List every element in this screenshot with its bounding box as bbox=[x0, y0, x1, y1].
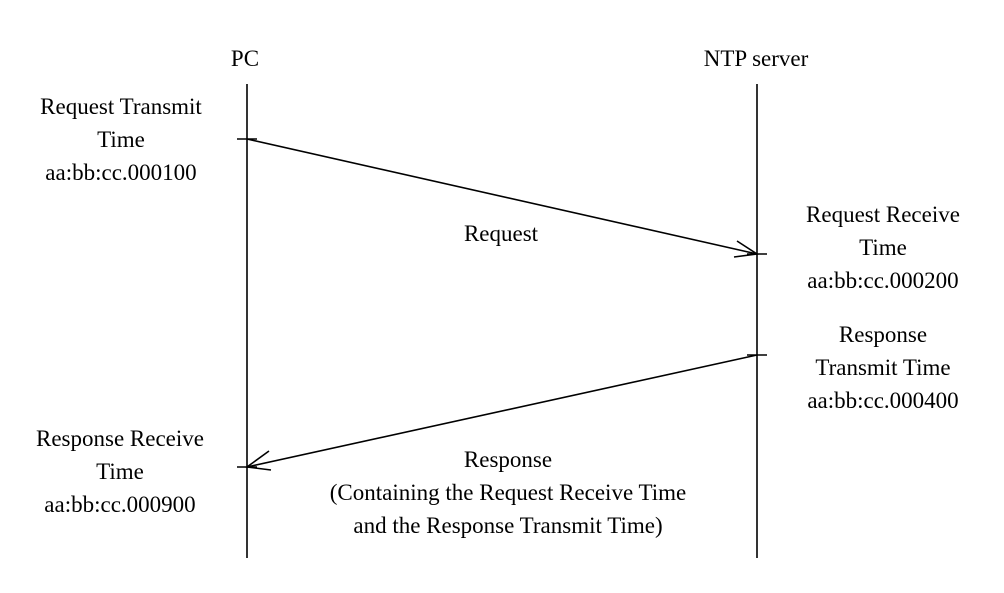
response-message-detail-line2: and the Response Transmit Time) bbox=[353, 513, 663, 538]
request-arrow bbox=[246, 138, 758, 255]
ntp-server-participant-label: NTP server bbox=[703, 46, 809, 71]
request-receive-title-line1: Request Receive bbox=[806, 202, 960, 227]
request-arrowhead bbox=[733, 240, 760, 258]
response-arrow bbox=[246, 354, 758, 468]
response-message-label: Response (Containing the Request Receive… bbox=[330, 443, 686, 542]
response-transmit-title-line2: Transmit Time bbox=[815, 355, 951, 380]
response-receive-label: Response Receive Time aa:bb:cc.000900 bbox=[36, 422, 204, 521]
response-transmit-title-line1: Response bbox=[838, 322, 928, 347]
response-receive-title-line2: Time bbox=[96, 459, 144, 484]
request-transmit-label: Request Transmit Time aa:bb:cc.000100 bbox=[40, 90, 202, 189]
request-message-label: Request bbox=[463, 221, 539, 246]
pc-participant-label: PC bbox=[230, 46, 260, 71]
response-receive-title-line1: Response Receive bbox=[36, 426, 204, 451]
request-receive-value: aa:bb:cc.000200 bbox=[807, 268, 959, 293]
response-transmit-label: Response Transmit Time aa:bb:cc.000400 bbox=[807, 318, 958, 417]
response-receive-value: aa:bb:cc.000900 bbox=[44, 492, 196, 517]
request-receive-title-line2: Time bbox=[859, 235, 907, 260]
response-arrowhead bbox=[244, 450, 272, 471]
request-receive-label: Request Receive Time aa:bb:cc.000200 bbox=[806, 198, 960, 297]
request-transmit-value: aa:bb:cc.000100 bbox=[45, 160, 197, 185]
response-message-title: Response bbox=[463, 447, 553, 472]
response-transmit-value: aa:bb:cc.000400 bbox=[807, 388, 959, 413]
request-transmit-title-line1: Request Transmit bbox=[40, 94, 202, 119]
request-transmit-title-line2: Time bbox=[97, 127, 145, 152]
response-message-detail-line1: (Containing the Request Receive Time bbox=[329, 480, 687, 505]
